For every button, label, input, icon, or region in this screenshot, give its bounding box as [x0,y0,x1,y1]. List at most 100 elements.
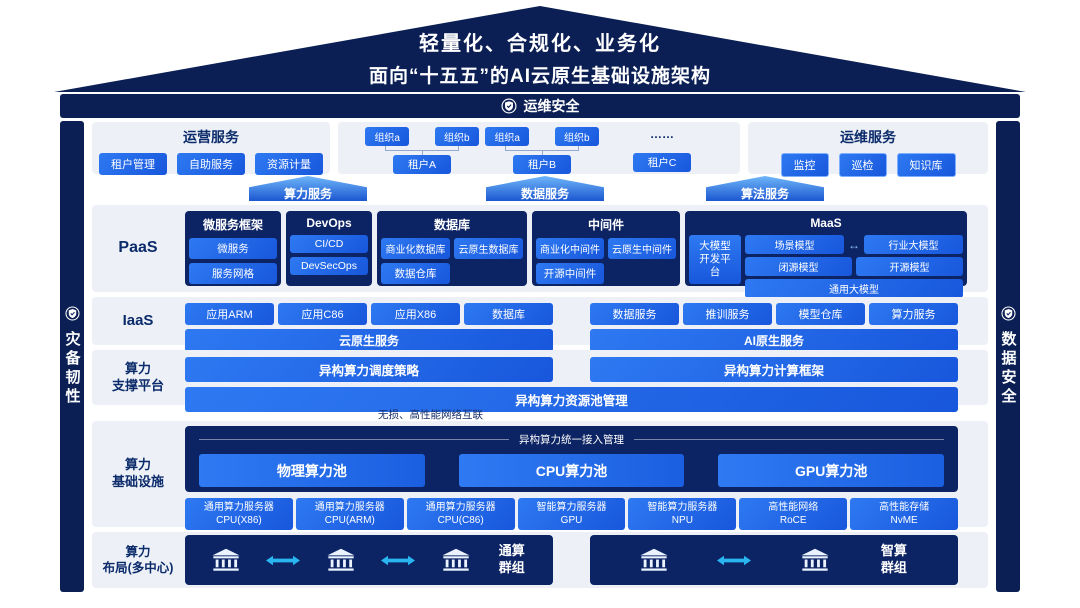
disaster-resilience-bar: 灾备韧性 [60,121,84,592]
database-chip: 数据库 [464,303,553,325]
group-title: 数据库 [433,218,470,232]
transfer-arrow-icon [381,555,416,565]
label-line2: 布局(多中心) [102,561,174,575]
divider-line [634,439,944,440]
shield-check-icon [501,98,517,114]
datacenter-icon [211,548,240,571]
devsecops-chip: DevSecOps [290,257,368,275]
general-compute-group-box: 通算群组 [185,535,553,585]
datacenter-icon [327,548,355,571]
model-dev-platform-box: 大模型开发平台 [689,235,741,284]
compute-service-chip: 算力服务 [869,303,958,325]
divider-line [199,439,509,440]
microservice-framework-group: 微服务框架 微服务 服务网格 [185,211,281,286]
computing-framework-bar: 异构算力计算框架 [590,357,958,382]
physical-pool: 物理算力池 [199,454,425,487]
general-model-chip: 通用大模型 [745,279,963,298]
ops-security-bar: 运维安全 [60,94,1020,118]
server-type: 通用算力服务器 [425,502,496,513]
compute-layout-layer: 算力 布局(多中心) 通算群组 智算群组 [92,532,988,588]
server-type: 智能算力服务器 [647,502,718,513]
org-chip: 组织a [485,127,529,146]
tenant-management-chip: 租户管理 [99,153,167,175]
service-mesh-chip: 服务网格 [189,263,277,284]
commercial-db-chip: 商业化数据库 [381,238,450,259]
ai-native-service-bar: AI原生服务 [590,329,958,352]
gpu-pool: GPU算力池 [718,454,945,487]
network-interconnect-note: 无损、高性能网络互联 [378,409,483,421]
maintenance-services-title: 运维服务 [840,129,896,145]
opensource-middleware-chip: 开源中间件 [536,263,604,284]
org-chip: 组织a [365,127,409,146]
data-service-chip: 数据服务 [590,303,679,325]
label-line2: 支撑平台 [111,377,164,393]
server-spec: RoCE [779,515,807,526]
tenant-org-panel: 组织a 组织b 租户A 组织a 组织b 租户B …… 租户C [338,122,740,174]
compute-layout-label: 算力 布局(多中心) [92,532,184,588]
cpu-pool: CPU算力池 [458,454,685,487]
disaster-resilience-label: 灾备韧性 [63,331,81,407]
label-line1: 算力 [124,360,151,376]
server-chip-npu: 智能算力服务器 NPU [628,498,737,530]
self-service-chip: 自助服务 [177,153,245,175]
cloudnative-service-bar: 云原生服务 [185,329,553,352]
server-chip-c86: 通用算力服务器 CPU(C86) [406,498,515,530]
paas-layer: PaaS 微服务框架 微服务 服务网格 DevOps CI/CD DevSecO… [92,205,988,298]
iaas-label: IaaS [122,312,154,330]
org-tenant-connector [362,146,482,155]
label-line1: 算力 [124,457,151,473]
intelligent-compute-group-label: 智算群组 [880,543,907,575]
compute-support-platform-layer: 算力 支撑平台 异构算力调度策略 异构算力计算框架 异构算力资源池管理 [92,350,988,412]
server-type: 高性能网络 [768,502,819,513]
ai-native-services-group: 数据服务 推训服务 模型仓库 算力服务 AI原生服务 [590,303,958,352]
cicd-chip: CI/CD [290,235,368,253]
maintenance-services-panel: 运维服务 监控 巡检 知识库 [748,122,988,177]
commercial-middleware-chip: 商业化中间件 [536,238,604,259]
tenant-cluster-a: 组织a 组织b 租户A [362,127,482,174]
ops-security-label: 运维安全 [523,98,580,114]
ellipsis-text: …… [650,127,674,141]
compute-service-arrow: 算力服务 [249,176,367,201]
model-dev-platform-label: 大模型开发平台 [699,239,731,279]
industry-model-chip: 行业大模型 [864,235,963,254]
compute-infrastructure-label: 算力 基础设施 [92,421,184,527]
scheduling-strategy-bar: 异构算力调度策略 [185,357,553,382]
data-warehouse-chip: 数据仓库 [381,263,450,284]
open-model-chip: 开源模型 [856,257,963,276]
knowledge-base-chip: 知识库 [896,153,956,177]
org-chip: 组织b [435,127,479,146]
server-type: 高性能存储 [879,502,930,513]
org-chip: 组织b [555,127,599,146]
algorithm-service-arrow: 算法服务 [706,176,824,201]
server-chip-x86: 通用算力服务器 CPU(X86) [185,498,293,530]
heterogeneous-access-box: 异构算力统一接入管理 物理算力池 CPU算力池 GPU算力池 [185,426,958,492]
label-line1: 算力 [125,544,151,559]
transfer-arrow-icon [266,555,301,565]
app-x86-chip: 应用X86 [371,303,460,325]
intelligent-compute-group-box: 智算群组 [590,535,958,585]
server-chip-roce: 高性能网络 RoCE [739,498,848,530]
tenant-c-chip: 租户C [632,153,692,172]
microservice-chip: 微服务 [189,238,277,259]
cloudnative-db-chip: 云原生数据库 [454,238,523,259]
bidirectional-arrow-icon: ↔ [848,237,860,252]
general-compute-group-label: 通算群组 [498,543,525,575]
data-service-arrow: 数据服务 [486,176,604,201]
inspection-chip: 巡检 [838,153,887,177]
tenant-a-chip: 租户A [392,155,451,174]
server-chip-nvme: 高性能存储 NvME [850,498,959,530]
closed-model-chip: 闭源模型 [745,257,852,276]
cloudnative-services-group: 应用ARM 应用C86 应用X86 数据库 云原生服务 [185,303,553,352]
operation-services-panel: 运营服务 租户管理 自助服务 资源计量 [92,122,330,175]
server-type: 通用算力服务器 [203,502,274,513]
tenant-cluster-c: …… 租户C [602,127,722,172]
devops-group: DevOps CI/CD DevSecOps [286,211,372,286]
server-chip-arm: 通用算力服务器 CPU(ARM) [295,498,404,530]
server-type: 智能算力服务器 [536,502,607,513]
transfer-arrow-icon [717,555,752,565]
datacenter-icon [801,548,829,571]
group-title: 中间件 [587,218,624,232]
compute-support-label: 算力 支撑平台 [92,350,184,405]
label-line2: 基础设施 [111,474,164,489]
